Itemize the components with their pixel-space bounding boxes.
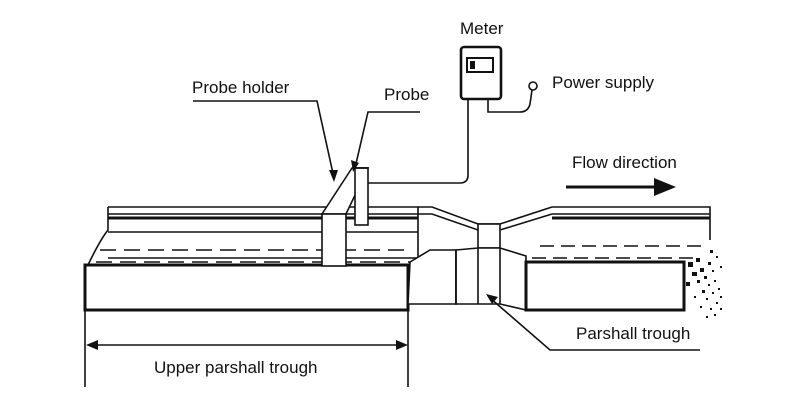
parshall-trough-label: Parshall trough xyxy=(576,324,690,343)
upper-trough xyxy=(83,206,419,312)
probe-leader xyxy=(354,111,420,169)
flow-direction-label: Flow direction xyxy=(572,153,677,172)
meter xyxy=(459,45,503,101)
probe-holder-leader-arrow xyxy=(329,170,338,182)
power-supply-label: Power supply xyxy=(552,73,655,92)
probe-cable xyxy=(368,99,469,184)
parshall-trough-leader-arrow xyxy=(486,294,498,304)
flow-direction-arrow-icon xyxy=(566,178,676,196)
probe-holder-leader xyxy=(193,100,335,179)
parshall-trough-right xyxy=(524,206,722,318)
probe-holder-label: Probe holder xyxy=(192,78,290,97)
outflow-spray xyxy=(686,250,722,318)
probe-leader-arrow xyxy=(351,160,359,172)
parshall-trough-front-wall xyxy=(524,260,686,312)
parshall-throat xyxy=(407,206,553,312)
upper-trough-dimension xyxy=(84,310,409,387)
upper-trough-front-wall xyxy=(83,263,410,312)
meter-label: Meter xyxy=(460,19,504,38)
parshall-trough-leader xyxy=(489,297,700,351)
probe-holder xyxy=(320,167,370,267)
power-cable xyxy=(487,89,533,113)
upper-parshall-trough-label: Upper parshall trough xyxy=(154,358,317,377)
probe-label: Probe xyxy=(384,85,429,104)
power-supply-terminal xyxy=(528,81,538,91)
